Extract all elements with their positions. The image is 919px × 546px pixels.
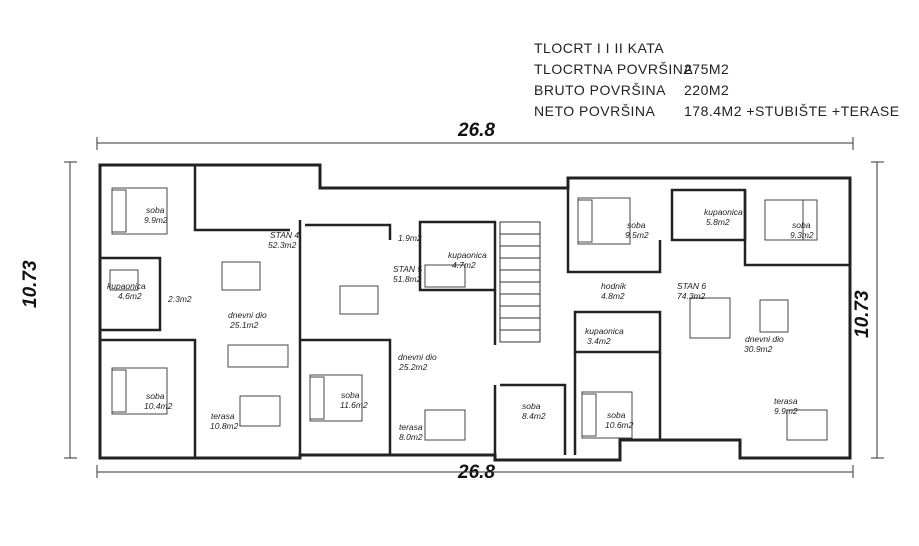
room-area-soba-f: 9.3m2 [790,230,814,240]
room-name-dnevni-a: dnevni dio [228,310,267,320]
plan-legend: TLOCRT I I II KATA TLOCRTNA POVRŠINA 275… [534,38,904,122]
room-area-hodnik: 4.8m2 [601,291,625,301]
room-name-soba-b: soba [146,391,165,401]
room-area-soba-c: 11.6m2 [340,400,368,410]
room-area-stan6: 74.3m2 [677,291,706,301]
dimension-lines [64,137,884,478]
room-name-kupaonica-c: kupaonica [704,207,743,217]
legend-row-net-area: NETO POVRŠINA 178.4M2 +STUBIŠTE +TERASE [534,101,904,122]
room-name-kupaonica-b: kupaonica [448,250,487,260]
room-name-hodnik: hodnik [601,281,627,291]
legend-label: TLOCRTNA POVRŠINA [534,61,694,77]
legend-row-gross-area: BRUTO POVRŠINA 220M2 [534,80,904,101]
room-area-terasa-b: 8.0m2 [399,432,423,442]
room-name-terasa-c: terasa [774,396,798,406]
room-name-kupaonica-a: kupaonica [107,281,146,291]
room-area-kupaonica-a: 4.6m2 [118,291,142,301]
room-name-soba-a: soba [146,205,165,215]
room-name-kupaonica-d: kupaonica [585,326,624,336]
room-name-terasa-b: terasa [399,422,423,432]
interior-walls [100,165,850,458]
room-area-terasa-c: 9.9m2 [774,406,798,416]
room-name-soba-f: soba [792,220,811,230]
outer-walls [98,163,852,462]
room-area-soba-e: 9.5m2 [625,230,649,240]
room-area-soba-g: 10.6m2 [605,420,634,430]
room-name-stan5: STAN 5 [393,264,422,274]
room-area-hall-a: 2.3m2 [167,294,192,304]
dimension-width-top: 26.8 [458,120,495,141]
room-area-soba-b: 10.4m2 [144,401,173,411]
room-name-terasa-a: terasa [211,411,235,421]
legend-label: NETO POVRŠINA [534,103,656,119]
room-name-dnevni-b: dnevni dio [398,352,437,362]
room-area-dnevni-c: 30.9m2 [744,344,773,354]
room-area-hall-b: 1.9m2 [398,233,422,243]
room-name-stan4: STAN 4 [270,230,299,240]
room-name-soba-e: soba [627,220,646,230]
stairwell [499,221,541,343]
room-name-soba-g: soba [607,410,626,420]
room-labels: STAN 4 52.3m2 STAN 5 51.8m2 STAN 6 74.3m… [107,205,814,442]
legend-label: BRUTO POVRŠINA [534,82,666,98]
room-area-soba-a: 9.9m2 [144,215,168,225]
room-area-stan5: 51.8m2 [393,274,422,284]
legend-row-floor-area: TLOCRTNA POVRŠINA 275M2 [534,59,904,80]
room-area-dnevni-b: 25.2m2 [398,362,428,372]
room-area-soba-d: 8.4m2 [522,411,546,421]
legend-value: 275M2 [684,61,730,77]
legend-value: 220M2 [684,82,730,98]
room-area-kupaonica-c: 5.8m2 [706,217,730,227]
legend-title: TLOCRT I I II KATA [534,40,665,56]
room-name-dnevni-c: dnevni dio [745,334,784,344]
room-area-kupaonica-d: 3.4m2 [587,336,611,346]
room-area-kupaonica-b: 4.7m2 [452,260,476,270]
furniture [109,187,828,441]
room-name-soba-d: soba [522,401,541,411]
room-area-terasa-a: 10.8m2 [210,421,239,431]
room-name-stan6: STAN 6 [677,281,706,291]
room-area-stan4: 52.3m2 [268,240,297,250]
room-name-soba-c: soba [341,390,360,400]
legend-value: 178.4M2 +STUBIŠTE +TERASE [684,103,900,119]
room-area-dnevni-a: 25.1m2 [229,320,259,330]
